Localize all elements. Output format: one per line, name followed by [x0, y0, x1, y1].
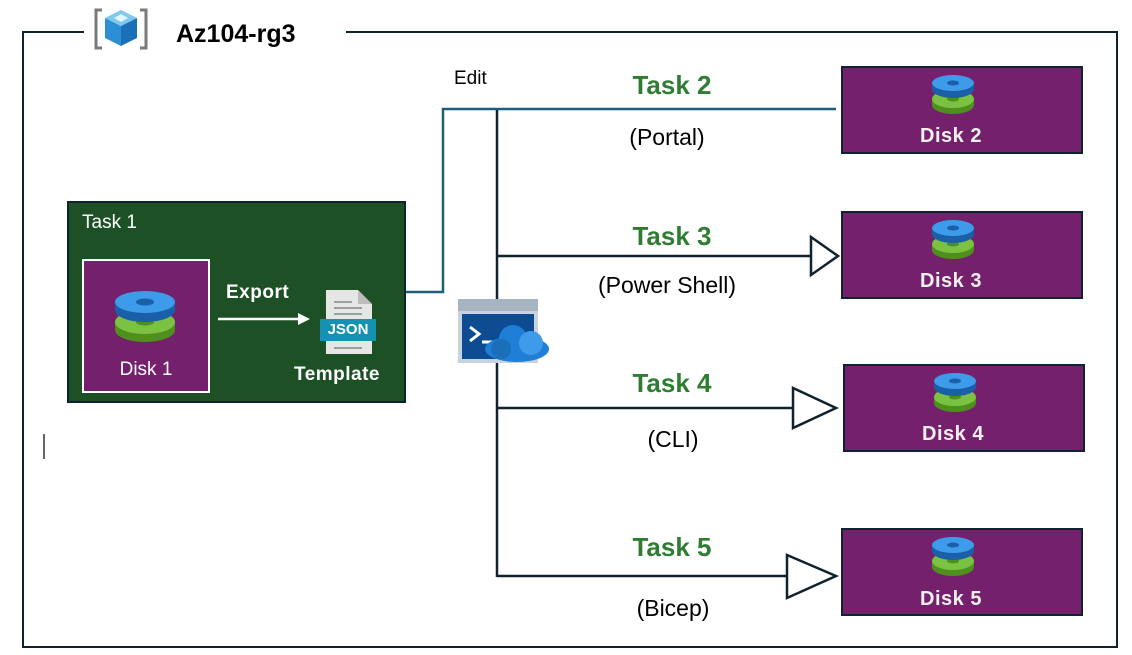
resource-group-cube-icon — [94, 8, 148, 50]
disk2-label: Disk 2 — [920, 125, 982, 147]
cloud-shell-icon — [458, 299, 549, 363]
edit-label: Edit — [454, 68, 487, 89]
task5-method: (Bicep) — [636, 595, 710, 621]
disk5-icon — [932, 537, 974, 576]
task2-title: Task 2 — [632, 70, 712, 100]
disk3-icon — [932, 220, 974, 259]
resource-group-frame — [22, 31, 1118, 648]
disk1-label: Disk 1 — [119, 359, 173, 380]
arrowhead-task5 — [785, 553, 840, 600]
task2-method: (Portal) — [629, 124, 705, 150]
task5-title: Task 5 — [632, 532, 712, 562]
disk1-icon — [115, 291, 175, 342]
disk4-label: Disk 4 — [922, 423, 984, 445]
task1-label: Task 1 — [82, 212, 137, 233]
export-arrow — [218, 313, 310, 325]
json-file-icon — [320, 290, 376, 354]
disk4-icon — [934, 373, 976, 412]
arrowhead-task3 — [809, 234, 841, 278]
arrowhead-task4 — [791, 386, 839, 430]
disk5-label: Disk 5 — [920, 588, 982, 610]
edit-connector — [406, 107, 836, 294]
task4-title: Task 4 — [632, 368, 712, 398]
resource-group-title: Az104-rg3 — [176, 20, 296, 48]
task3-method: (Power Shell) — [597, 272, 737, 298]
export-label: Export — [226, 282, 290, 303]
template-label: Template — [294, 364, 381, 385]
task3-title: Task 3 — [632, 221, 712, 251]
json-label: JSON — [327, 321, 369, 338]
disk2-icon — [932, 75, 974, 114]
disk3-label: Disk 3 — [920, 270, 982, 292]
task4-method: (CLI) — [647, 426, 699, 452]
